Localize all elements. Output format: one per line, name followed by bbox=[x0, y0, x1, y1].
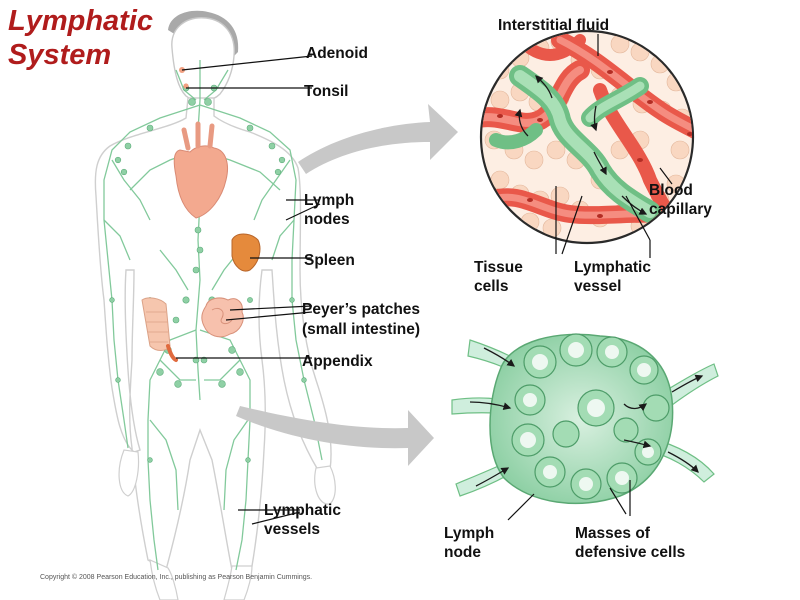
tissue-detail bbox=[479, 29, 695, 245]
label-tonsil: Tonsil bbox=[304, 83, 349, 100]
label-lymph-nodes-line1: Lymph bbox=[304, 192, 355, 209]
label-blood-capillary-line1: Blood bbox=[649, 182, 693, 199]
label-spleen: Spleen bbox=[304, 252, 355, 269]
label-tissue-cells-line2: cells bbox=[474, 278, 509, 295]
leader-lines bbox=[176, 34, 673, 525]
copyright-notice: Copyright © 2008 Pearson Education, Inc.… bbox=[40, 574, 313, 581]
title-line-2: System bbox=[8, 39, 112, 71]
title-line-1: Lymphatic bbox=[8, 5, 154, 37]
label-adenoid: Adenoid bbox=[306, 45, 368, 62]
connector-arrows bbox=[236, 104, 458, 466]
label-lymphatic-vessels-line2: vessels bbox=[264, 521, 321, 538]
upper-connector-arrow bbox=[298, 104, 458, 174]
label-tissue-cells-line1: Tissue bbox=[474, 259, 523, 276]
label-lymph-node-line2: node bbox=[444, 544, 482, 561]
page-title: Lymphatic System bbox=[8, 4, 153, 72]
label-lymphatic-vessel-line1: Lymphatic bbox=[574, 259, 651, 276]
lymph-node-detail bbox=[451, 333, 719, 505]
label-lymph-nodes-line2: nodes bbox=[304, 211, 350, 228]
organs bbox=[141, 67, 261, 362]
label-blood-capillary-line2: capillary bbox=[649, 201, 712, 218]
label-masses-line1: Masses of bbox=[575, 525, 650, 542]
label-lymphatic-vessel-line2: vessel bbox=[574, 278, 622, 295]
label-peyers-patches-line1: Peyer’s patches bbox=[302, 301, 421, 318]
label-lymphatic-vessels-line1: Lymphatic bbox=[264, 502, 341, 519]
label-appendix: Appendix bbox=[302, 353, 373, 370]
label-interstitial-fluid: Interstitial fluid bbox=[498, 17, 610, 34]
label-peyers-patches-line2: (small intestine) bbox=[302, 321, 420, 338]
label-masses-line2: defensive cells bbox=[575, 544, 686, 561]
appendix-organ bbox=[166, 344, 178, 362]
lower-connector-arrow bbox=[236, 406, 434, 466]
spleen-organ bbox=[231, 233, 261, 272]
label-lymph-node-line1: Lymph bbox=[444, 525, 495, 542]
